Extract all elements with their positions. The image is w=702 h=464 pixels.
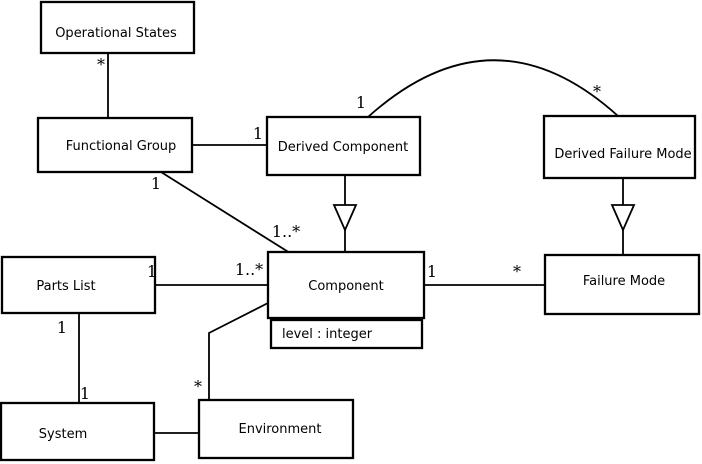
generalization-arrowhead-icon xyxy=(332,204,358,233)
multiplicity-labels: * 1 1 1..* 1 * 1 * 1 1..* 1 1 * xyxy=(57,55,601,403)
node-operational-states: Operational States xyxy=(39,0,196,55)
multiplicity-functional-group-end: 1 xyxy=(151,174,161,193)
node-derived-failure-mode: Derived Failure Mode xyxy=(542,114,697,180)
multiplicity-parts-list-end-to-system: 1 xyxy=(57,318,67,337)
node-derived-component: Derived Component xyxy=(265,115,422,177)
multiplicity-system-end: 1 xyxy=(80,384,90,403)
node-label-derived-component: Derived Component xyxy=(278,140,409,155)
edge-derived-component-component-generalization xyxy=(332,175,358,252)
node-label-operational-states: Operational States xyxy=(55,26,177,41)
node-failure-mode: Failure Mode xyxy=(543,253,701,316)
multiplicity-parts-list-end-to-component: 1 xyxy=(147,262,157,281)
multiplicity-operational-states-end: * xyxy=(97,55,105,74)
component-name-box xyxy=(266,250,426,320)
multiplicity-component-end-from-parts-list: 1..* xyxy=(235,260,263,279)
multiplicity-failure-mode-end: * xyxy=(513,262,521,281)
derived-component-box xyxy=(265,115,422,177)
operational-states-box xyxy=(39,0,196,55)
parts-list-box xyxy=(0,255,157,315)
edge-environment-component xyxy=(208,302,269,400)
node-label-failure-mode: Failure Mode xyxy=(583,274,665,289)
node-label-functional-group: Functional Group xyxy=(66,139,177,154)
multiplicity-environment-end: * xyxy=(194,377,202,396)
generalization-arrowhead-icon xyxy=(610,204,636,233)
environment-box xyxy=(197,398,355,460)
node-component: Component level : integer xyxy=(266,250,426,350)
multiplicity-derived-failure-mode-arc-end: * xyxy=(593,82,601,101)
failure-mode-box xyxy=(543,253,701,316)
component-attributes-box xyxy=(269,318,424,350)
node-label-component: Component xyxy=(308,279,383,294)
derived-failure-mode-box xyxy=(542,114,697,180)
multiplicity-component-end-from-functional-group: 1..* xyxy=(272,222,300,241)
component-attribute-level: level : integer xyxy=(282,327,373,342)
edge-derived-failure-mode-failure-mode-generalization xyxy=(610,178,636,255)
multiplicity-derived-component-end: 1 xyxy=(253,124,263,143)
multiplicity-derived-component-arc-end: 1 xyxy=(356,93,366,112)
functional-group-box xyxy=(36,116,194,174)
node-label-system: System xyxy=(39,427,87,442)
node-label-derived-failure-mode: Derived Failure Mode xyxy=(554,147,691,162)
edge-functional-group-component xyxy=(160,171,291,254)
node-environment: Environment xyxy=(197,398,355,460)
node-parts-list: Parts List xyxy=(0,255,157,315)
node-label-environment: Environment xyxy=(238,422,321,437)
system-box xyxy=(0,401,156,462)
edge-derived-component-derived-failure-mode xyxy=(367,59,619,118)
diagram-edges xyxy=(78,53,636,434)
node-system: System xyxy=(0,401,156,462)
node-label-parts-list: Parts List xyxy=(36,279,95,294)
multiplicity-component-end-to-failure-mode: 1 xyxy=(427,262,437,281)
node-functional-group: Functional Group xyxy=(36,116,194,174)
